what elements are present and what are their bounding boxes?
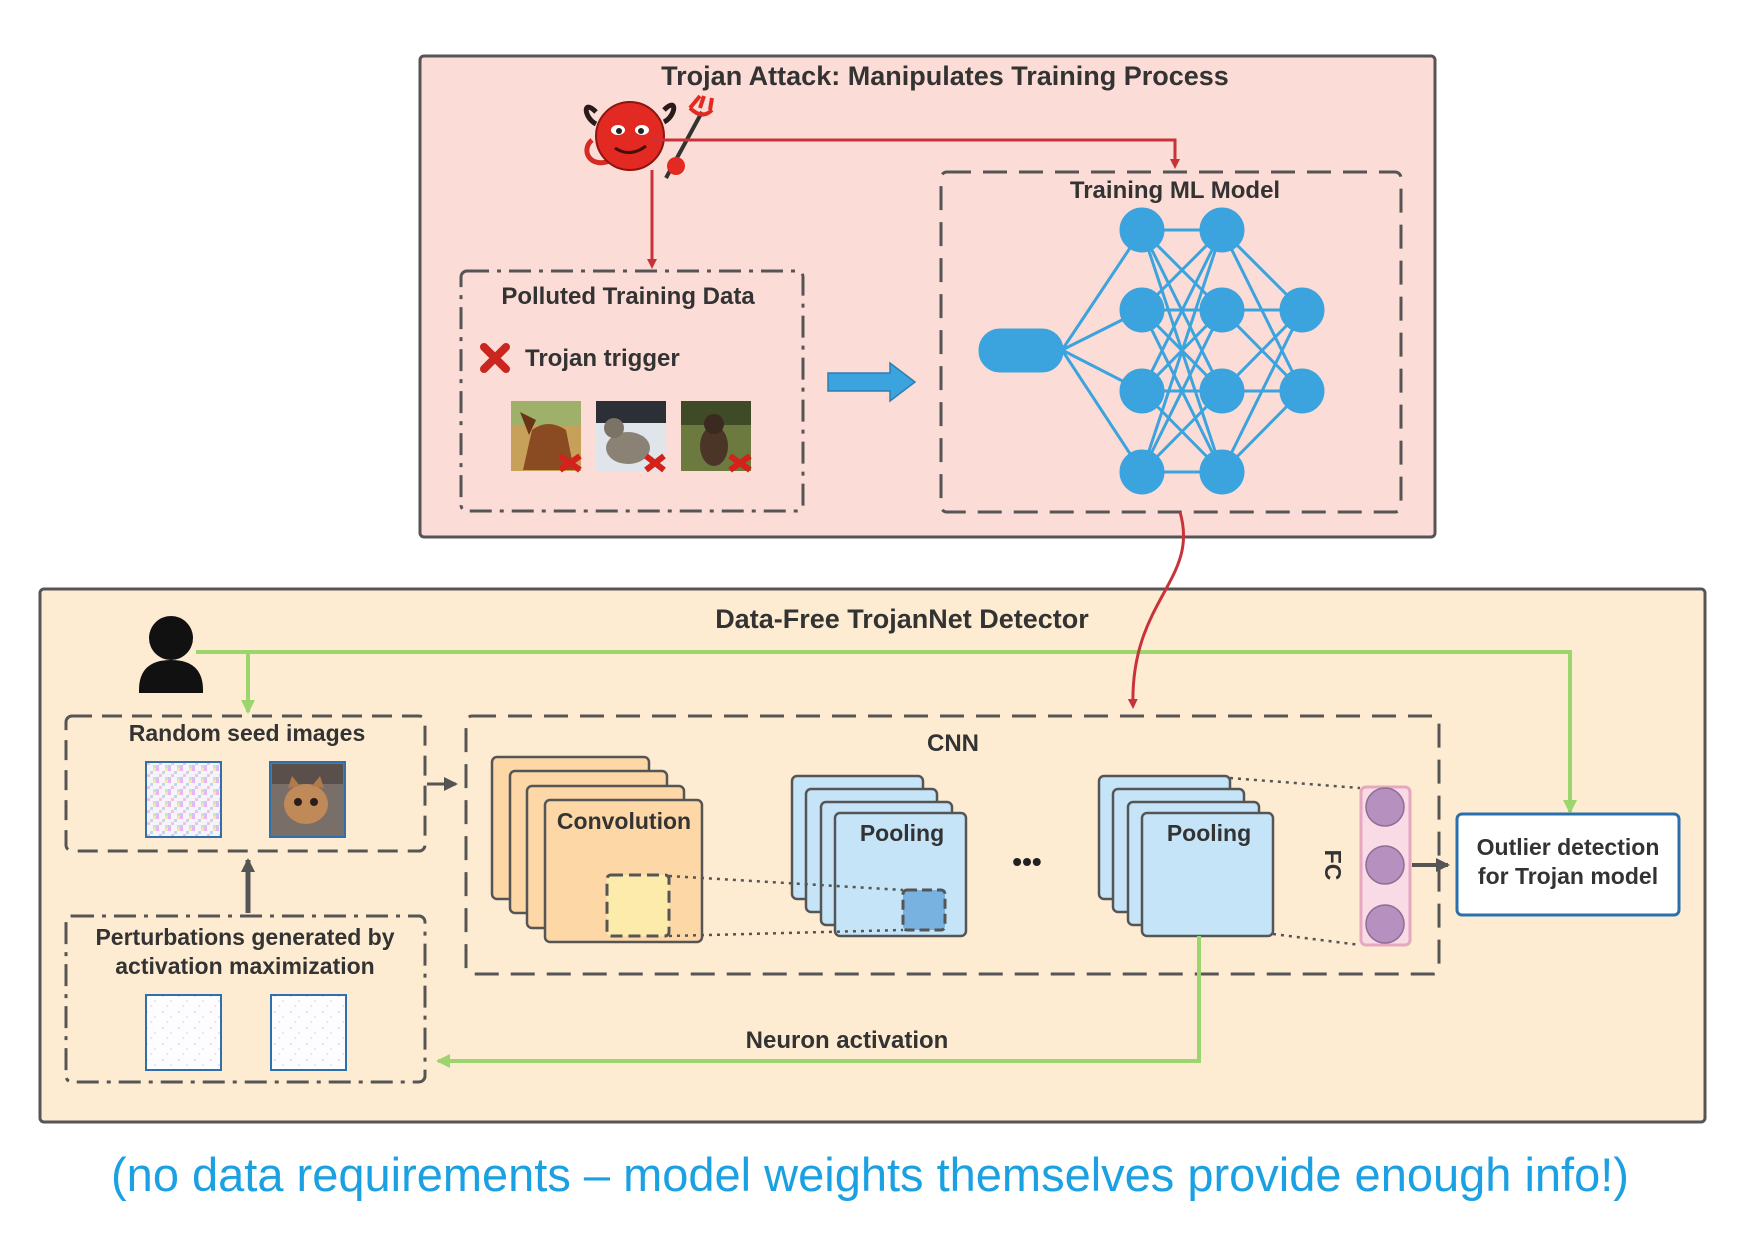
perturbations-box: Perturbations generated by activation ma…: [64, 914, 427, 1084]
outlier-line1: Outlier detection: [1477, 834, 1660, 860]
training-model-box: Training ML Model: [939, 170, 1403, 514]
model-to-cnn-arrow: [1127, 511, 1186, 709]
kitten-seed-image: [269, 761, 346, 838]
perturbation-image-1: [145, 994, 222, 1071]
attack-panel: Trojan Attack: Manipulates Training Proc…: [418, 54, 1437, 539]
fc-layer: [1359, 785, 1412, 947]
training-model-title: Training ML Model: [1070, 177, 1280, 204]
train-arrow: [827, 361, 917, 403]
outlier-line2: for Trojan model: [1478, 863, 1658, 889]
layers-ellipsis: •••: [1012, 846, 1041, 877]
polluted-data-title: Polluted Training Data: [501, 283, 755, 310]
attack-title: Trojan Attack: Manipulates Training Proc…: [661, 61, 1229, 91]
pooling-stack-2: [1097, 774, 1275, 938]
pooling-2-label: Pooling: [1167, 820, 1251, 846]
seed-images-title: Random seed images: [129, 720, 365, 746]
cat-image: [596, 401, 666, 473]
pool-kernel: [901, 888, 947, 932]
perturbation-image-2: [270, 994, 347, 1071]
neuron-activation-arrow: [436, 936, 1201, 1068]
polluted-data-box: Polluted Training Data Trojan trigger: [459, 269, 805, 513]
devil-icon: [583, 94, 714, 179]
pool-fc-connectors: [1229, 776, 1361, 947]
cnn-box: CNN Convolution Pooling •••: [464, 714, 1441, 976]
fc-label: FC: [1320, 850, 1346, 881]
trojan-trigger-x-icon: [480, 343, 510, 373]
attack-to-model-arrow: [652, 138, 1180, 169]
horse-image: [511, 401, 582, 473]
outlier-detection-box: Outlier detection for Trojan model: [1455, 812, 1681, 917]
user-to-outlier-arrow: [196, 650, 1577, 814]
neural-network-icon: [978, 207, 1325, 495]
conv-kernel: [605, 873, 671, 938]
pooling-stack-1: [790, 774, 968, 938]
convolution-label: Convolution: [557, 808, 691, 834]
cnn-title: CNN: [927, 730, 979, 757]
dog-image: [681, 401, 752, 473]
footnote: (no data requirements – model weights th…: [111, 1148, 1629, 1201]
seed-images-box: Random seed images: [64, 714, 427, 853]
perturb-title-line2: activation maximization: [115, 953, 374, 979]
detector-panel: Data-Free TrojanNet Detector Random seed…: [38, 511, 1707, 1124]
user-icon: [139, 616, 203, 693]
pooling-1-label: Pooling: [860, 820, 944, 846]
perturb-title-line1: Perturbations generated by: [95, 924, 394, 950]
noise-seed-image: [145, 761, 222, 838]
detector-title: Data-Free TrojanNet Detector: [715, 604, 1089, 634]
neuron-activation-label: Neuron activation: [746, 1027, 949, 1054]
trojan-trigger-label: Trojan trigger: [525, 345, 680, 372]
